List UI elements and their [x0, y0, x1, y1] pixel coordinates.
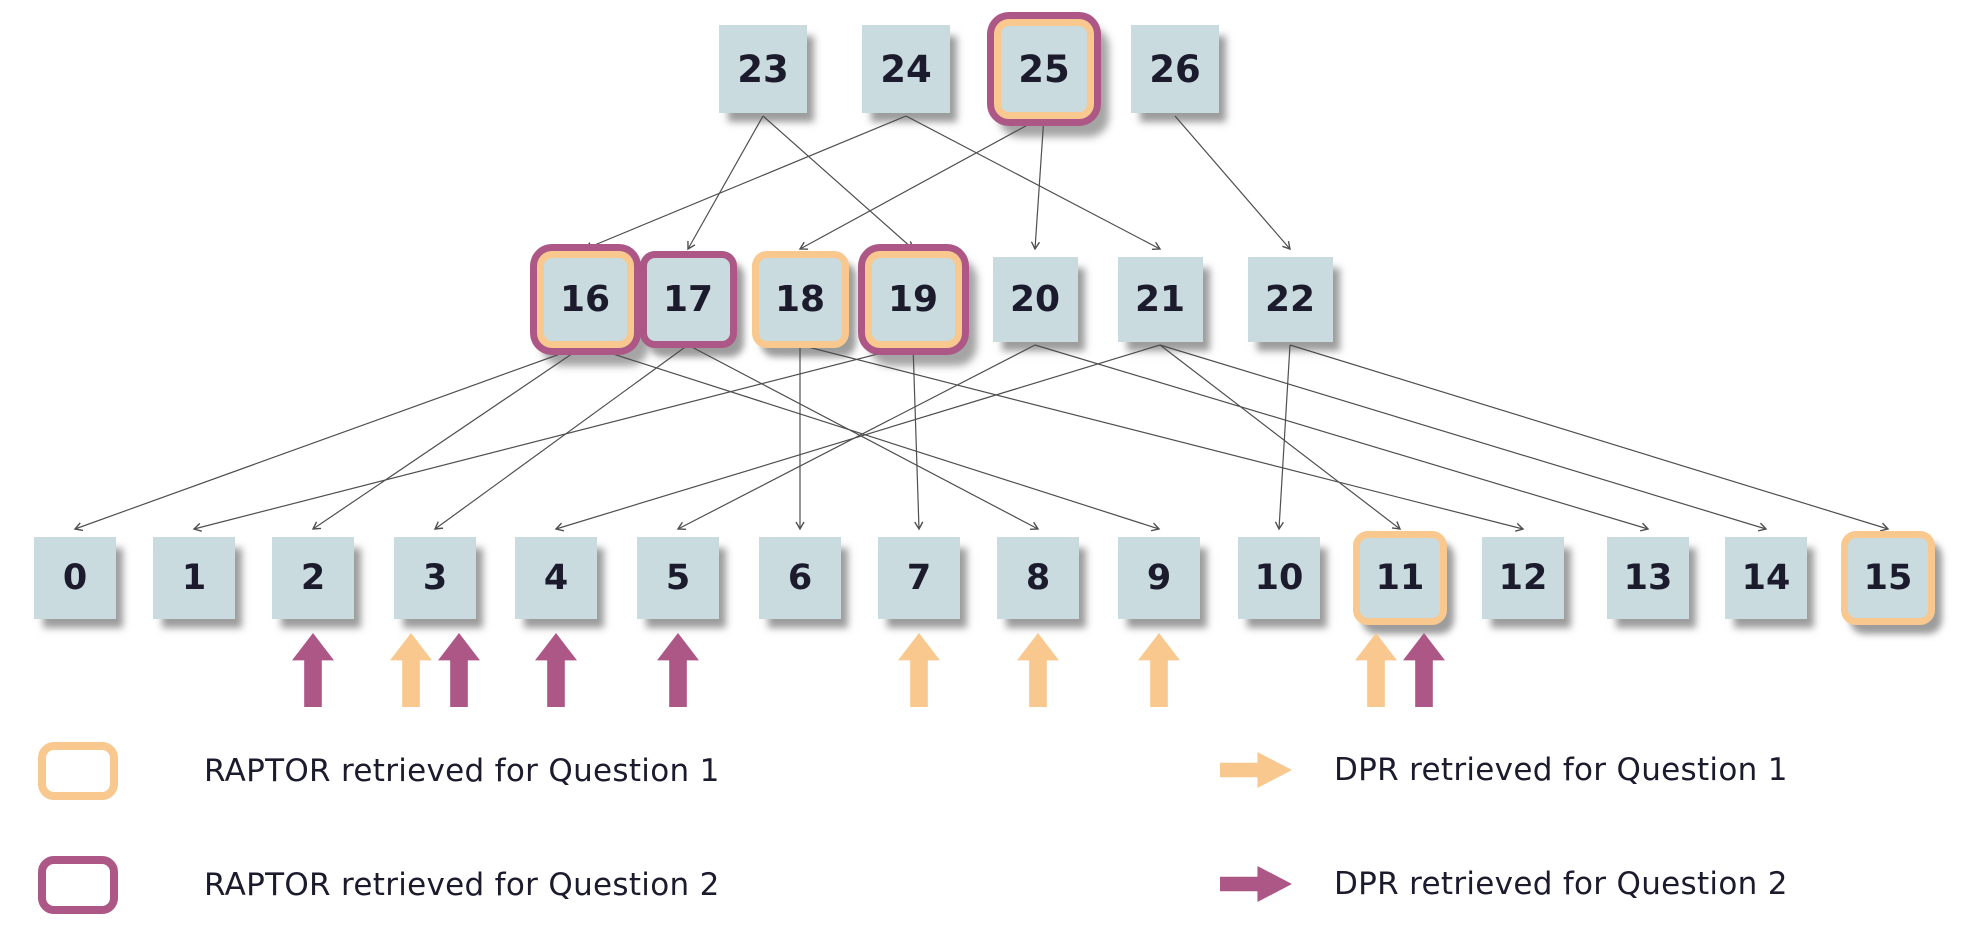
tree-node-21: 21	[1117, 257, 1203, 342]
tree-edge-16-9	[584, 344, 1161, 532]
legend-raptor-q1-row: RAPTOR retrieved for Question 1	[38, 742, 720, 800]
tree-edge-19-1	[192, 344, 914, 532]
tree-edge-24-21	[905, 115, 1162, 250]
dpr-q2-arrow-swatch	[1220, 866, 1292, 902]
tree-node-13: 13	[1607, 537, 1689, 619]
tree-node-19: 19	[864, 251, 962, 348]
tree-node-2: 2	[272, 537, 354, 619]
tree-edge-17-8	[687, 344, 1040, 530]
tree-node-10: 10	[1238, 537, 1320, 619]
tree-node-4: 4	[515, 537, 597, 619]
tree-edge-24-16	[583, 115, 907, 251]
raptor-q1-ring-swatch	[38, 742, 118, 800]
tree-node-9: 9	[1118, 537, 1200, 619]
tree-edge-17-3	[433, 344, 689, 530]
tree-node-0: 0	[34, 537, 116, 619]
tree-node-23: 23	[719, 25, 807, 113]
tree-edge-23-19	[762, 115, 915, 250]
tree-node-24: 24	[862, 25, 950, 113]
raptor-q2-ring-swatch	[38, 856, 118, 914]
tree-node-8: 8	[997, 537, 1079, 619]
tree-node-7: 7	[878, 537, 960, 619]
tree-edge-16-0	[73, 344, 586, 532]
legend-dpr-q1-label: DPR retrieved for Question 1	[1334, 752, 1788, 788]
tree-edge-25-18	[798, 115, 1045, 250]
legend-raptor-q2-label: RAPTOR retrieved for Question 2	[204, 867, 720, 903]
tree-node-25: 25	[994, 19, 1094, 119]
tree-node-14: 14	[1725, 537, 1807, 619]
tree-node-11: 11	[1353, 531, 1447, 625]
tree-edge-25-20	[1030, 115, 1045, 251]
tree-node-6: 6	[759, 537, 841, 619]
tree-edge-21-11	[1159, 344, 1402, 530]
tree-edge-19-7	[912, 344, 924, 531]
tree-edge-22-10	[1274, 344, 1291, 531]
tree-edge-16-2	[311, 344, 586, 530]
dpr-q1-arrow-swatch	[1220, 752, 1292, 788]
tree-node-16: 16	[536, 251, 634, 348]
tree-edge-22-15	[1289, 344, 1890, 532]
tree-edge-18-12	[799, 344, 1525, 532]
tree-node-17: 17	[639, 251, 737, 348]
tree-edge-23-17	[687, 115, 764, 251]
tree-edge-21-4	[554, 344, 1161, 532]
tree-node-20: 20	[992, 257, 1078, 342]
tree-node-22: 22	[1247, 257, 1333, 342]
tree-node-15: 15	[1841, 531, 1935, 625]
legend-raptor-q2-row: RAPTOR retrieved for Question 2	[38, 856, 720, 914]
tree-node-26: 26	[1131, 25, 1219, 113]
tree-edge-26-22	[1174, 115, 1291, 251]
tree-node-1: 1	[153, 537, 235, 619]
tree-node-12: 12	[1482, 537, 1564, 619]
legend-dpr-q2-row: DPR retrieved for Question 2	[1220, 866, 1788, 902]
legend-dpr-q1-row: DPR retrieved for Question 1	[1220, 752, 1788, 788]
tree-node-3: 3	[394, 537, 476, 619]
tree-edge-20-13	[1034, 344, 1650, 532]
legend-raptor-q1-label: RAPTOR retrieved for Question 1	[204, 753, 720, 789]
tree-edge-21-14	[1159, 344, 1768, 532]
tree-node-18: 18	[751, 251, 849, 348]
tree-node-5: 5	[637, 537, 719, 619]
legend-dpr-q2-label: DPR retrieved for Question 2	[1334, 866, 1788, 902]
